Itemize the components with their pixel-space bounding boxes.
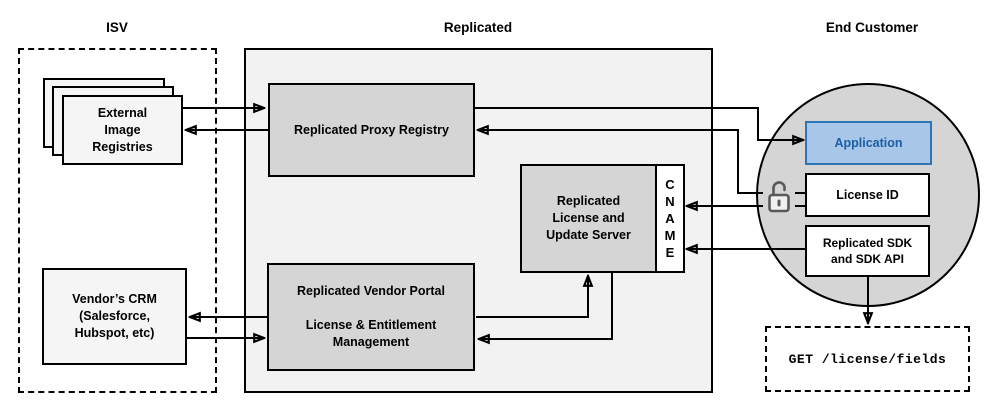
section-label-replicated: Replicated: [443, 20, 513, 35]
license-id-node: License ID: [805, 173, 930, 217]
replicated-sdk-node: Replicated SDK and SDK API: [805, 225, 930, 277]
registries-label-line2: Image: [104, 122, 141, 137]
get-license-fields-node: GET /license/fields: [765, 326, 970, 392]
application-node: Application: [805, 121, 932, 165]
license-id-label: License ID: [836, 187, 899, 202]
registries-label-line1: External: [97, 105, 148, 120]
application-label: Application: [834, 135, 903, 150]
vendor-portal-label-line3: License & Entitlement: [305, 318, 437, 332]
vendor-crm: Vendor’s CRM (Salesforce, Hubspot, etc): [42, 268, 187, 365]
get-endpoint-label: GET /license/fields: [788, 351, 947, 367]
replicated-vendor-portal: Replicated Vendor Portal License & Entit…: [267, 263, 475, 371]
crm-label-line1: Vendor’s CRM: [72, 292, 157, 306]
vendor-portal-label-line1: Replicated Vendor Portal: [297, 284, 445, 298]
section-label-isv: ISV: [106, 20, 128, 35]
isv-boundary: [18, 48, 217, 393]
crm-label-line2: (Salesforce,: [79, 309, 150, 323]
section-label-end-customer: End Customer: [825, 20, 919, 35]
sdk-label-line1: Replicated SDK: [822, 236, 913, 250]
unlocked-padlock-icon: [763, 176, 795, 218]
proxy-registry-label: Replicated Proxy Registry: [294, 122, 449, 137]
vendor-portal-label-line4: Management: [332, 335, 410, 349]
license-server-label-line1: Replicated: [556, 194, 621, 208]
license-server-label-line2: License and: [552, 211, 625, 225]
crm-label-line3: Hubspot, etc): [74, 326, 155, 340]
registries-label-line3: Registries: [92, 139, 153, 154]
external-image-registries: External Image Registries: [62, 95, 183, 165]
replicated-proxy-registry: Replicated Proxy Registry: [268, 83, 475, 177]
sdk-label-line2: and SDK API: [831, 252, 904, 266]
replicated-license-update-server: Replicated License and Update Server: [520, 164, 657, 273]
license-server-label-line3: Update Server: [546, 228, 631, 242]
